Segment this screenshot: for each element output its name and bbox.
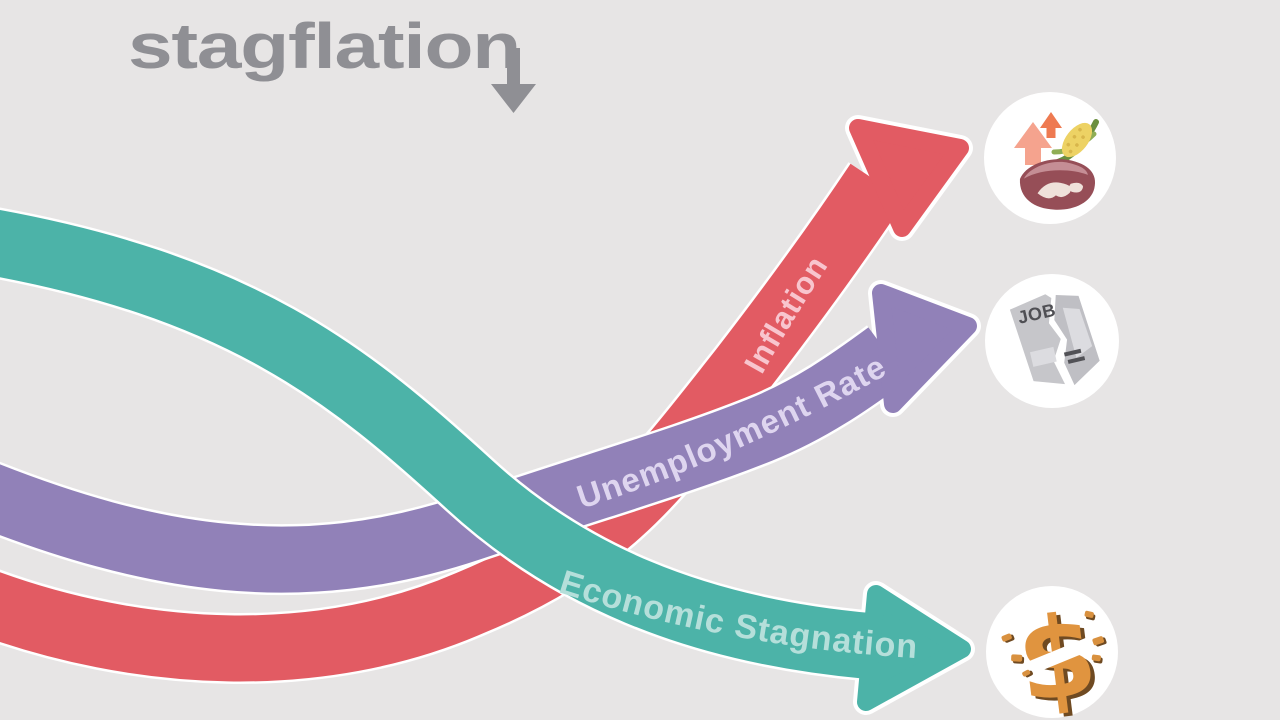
arrow-unemployment: Unemployment Rate xyxy=(0,280,981,596)
price-up-big-arrow-icon xyxy=(1014,122,1052,165)
dollar-debris xyxy=(1001,610,1107,678)
steak-highlight xyxy=(1023,162,1088,179)
unemployment-arrowhead xyxy=(872,284,977,413)
title-arrow-stem xyxy=(507,48,520,86)
debris xyxy=(1011,654,1023,662)
corn-cob xyxy=(1061,122,1093,158)
corn-kernel xyxy=(1066,142,1071,147)
small-arrow-head xyxy=(1040,112,1062,128)
title-group: stagflation xyxy=(128,10,536,113)
debris xyxy=(1022,669,1031,677)
paper-right-patch xyxy=(1062,307,1093,358)
inflation-arrowhead xyxy=(849,119,969,237)
page-title: stagflation xyxy=(128,10,520,82)
paper-line-1 xyxy=(1063,348,1082,357)
debris xyxy=(1091,654,1101,662)
unemployment-band xyxy=(0,327,908,593)
corn-kernel xyxy=(1081,135,1085,139)
corn-kernel xyxy=(1078,127,1082,132)
torn-job-ad-icon: JOB xyxy=(985,274,1119,408)
big-arrow-shaft xyxy=(1025,147,1041,165)
corn-kernel xyxy=(1072,134,1077,139)
corn-kernel xyxy=(1068,149,1073,154)
debris xyxy=(1092,636,1105,646)
stagnation-arrowhead xyxy=(857,585,971,711)
title-down-arrow-icon xyxy=(491,84,536,113)
paper-line-2 xyxy=(1067,356,1086,364)
rising-food-prices-icon xyxy=(984,92,1116,224)
price-up-small-arrow-icon xyxy=(1040,112,1062,138)
steak-marbling xyxy=(1037,182,1072,199)
dollar-break-gap xyxy=(1013,632,1100,682)
paper-left-patch xyxy=(1029,346,1057,367)
big-arrow-head xyxy=(1014,122,1052,148)
corn-kernel xyxy=(1075,143,1079,147)
stagnation-band xyxy=(0,210,872,679)
debris xyxy=(1084,610,1094,618)
steak-marbling-2 xyxy=(1069,182,1084,193)
debris xyxy=(1001,633,1012,642)
small-arrow-shaft xyxy=(1046,127,1056,138)
broken-dollar-icon: $ $ xyxy=(986,586,1118,720)
steak-icon xyxy=(1019,159,1096,210)
